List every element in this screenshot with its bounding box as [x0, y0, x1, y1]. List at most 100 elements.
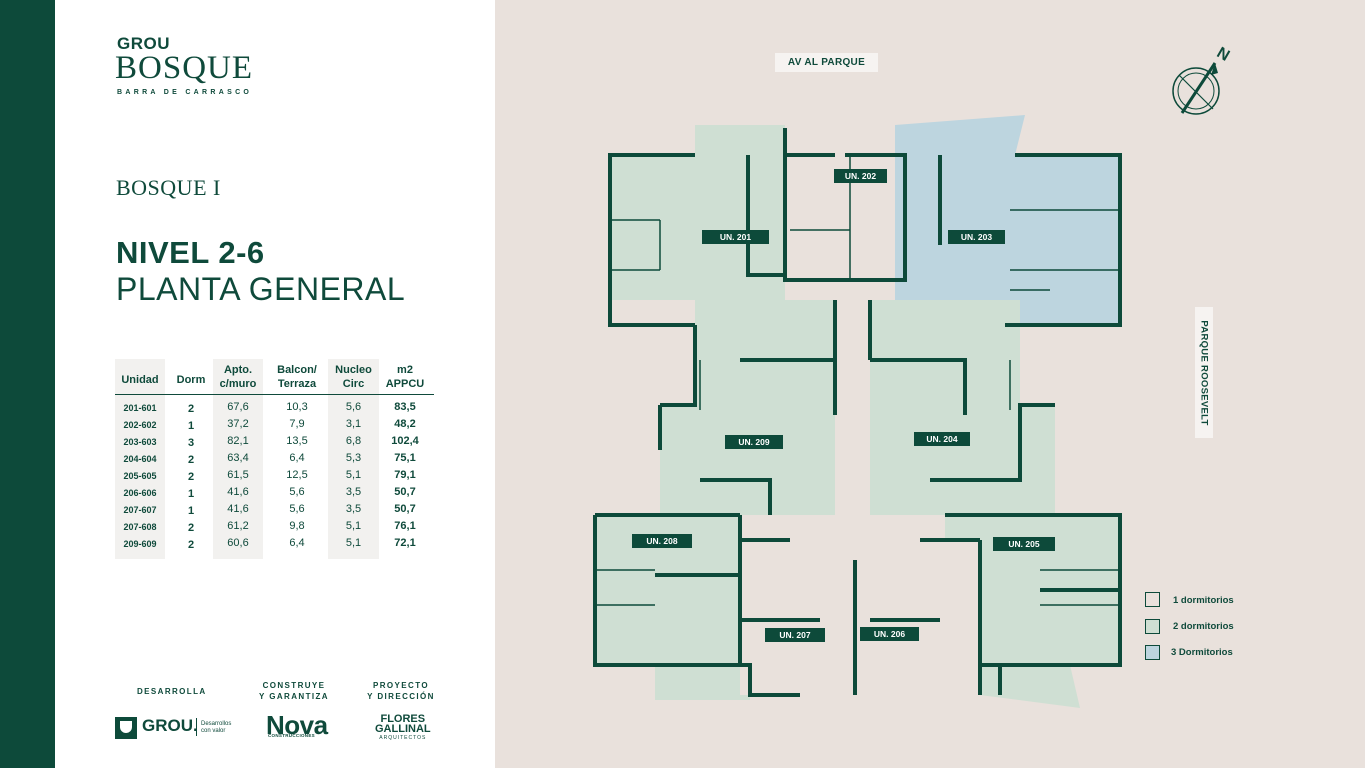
credit-proyecto: PROYECTO Y DIRECCIÓN	[364, 680, 438, 702]
col-balcon: Balcon/ Terraza	[273, 359, 321, 559]
col-m2: m2 APPCU	[381, 359, 429, 559]
table-cell-apto: 67,6	[227, 401, 249, 413]
table-header-rule	[115, 394, 434, 395]
flores-logo-2: GALLINAL	[375, 723, 431, 735]
flores-logo: FLORES GALLINAL ARQUITECTOS	[375, 714, 431, 742]
flores-logo-sub: ARQUITECTOS	[379, 735, 427, 741]
col-apto: Apto. c/muro	[213, 359, 263, 559]
brand-subtitle: BARRA DE CARRASCO	[117, 89, 253, 96]
street-label-top: AV AL PARQUE	[775, 53, 878, 72]
legend-label-2: 2 dormitorios	[1173, 621, 1234, 632]
compass-icon	[1172, 62, 1220, 115]
table-cell-balcon: 13,5	[286, 435, 308, 447]
table-cell-nucleo: 5,1	[345, 537, 362, 549]
table-cell-apto: 41,6	[227, 486, 249, 498]
nova-logo: Nova	[266, 710, 328, 740]
table-cell-apto: 63,4	[227, 452, 249, 464]
table-cell-m2: 48,2	[394, 418, 416, 430]
unit-label-203: UN. 203	[948, 230, 1005, 244]
unit-205-area	[945, 515, 1120, 708]
credit-construye-line1: CONSTRUYE	[262, 681, 326, 690]
unit-label-204: UN. 204	[914, 432, 970, 446]
table-cell-balcon: 7,9	[289, 418, 305, 430]
table-cell-apto: 61,2	[227, 520, 249, 532]
table-cell-apto: 60,6	[227, 537, 249, 549]
floor-plan	[593, 115, 1122, 708]
unit-204-area	[870, 300, 1055, 515]
col-dorm: Dorm	[168, 359, 214, 559]
units-table: Unidad Dorm Apto. c/muro Balcon/ Terraza…	[115, 359, 435, 559]
header-dorm: Dorm	[176, 374, 206, 386]
grou-logo-text: GROU.	[142, 716, 198, 735]
header-balcon-1: Balcon/	[277, 364, 317, 376]
unit-206-area	[855, 540, 980, 695]
unit-201-area	[610, 125, 785, 300]
table-cell-unidad: 207-608	[123, 522, 157, 532]
table-cell-unidad: 202-602	[123, 420, 157, 430]
grou-logo-divider	[196, 718, 197, 736]
header-unidad: Unidad	[121, 374, 159, 386]
table-cell-dorm: 3	[187, 437, 195, 449]
table-cell-nucleo: 6,8	[345, 435, 362, 447]
table-cell-balcon: 6,4	[289, 452, 305, 464]
unit-203-area	[895, 115, 1120, 325]
unit-label-207: UN. 207	[765, 628, 825, 642]
table-cell-dorm: 2	[187, 522, 195, 534]
floor-plan-walls	[593, 128, 1122, 697]
header-m2-1: m2	[397, 364, 413, 376]
unit-207-area	[740, 540, 855, 695]
table-cell-nucleo: 3,5	[345, 486, 362, 498]
legend-swatch-2	[1145, 619, 1160, 634]
header-m2-2: APPCU	[385, 378, 425, 390]
table-cell-m2: 75,1	[394, 452, 416, 464]
table-cell-m2: 76,1	[394, 520, 416, 532]
table-cell-nucleo: 5,1	[345, 469, 362, 481]
brand-top-text: GROU	[117, 34, 170, 53]
table-cell-balcon: 10,3	[286, 401, 308, 413]
legend-label-1: 1 dormitorios	[1173, 595, 1234, 606]
col-unidad: Unidad	[115, 359, 165, 559]
credit-proyecto-line1: PROYECTO	[373, 681, 429, 690]
credit-construye-line2: Y GARANTIZA	[259, 692, 329, 701]
header-balcon-2: Terraza	[277, 378, 317, 390]
unit-label-202: UN. 202	[834, 169, 887, 183]
left-accent-bar	[0, 0, 55, 768]
grou-tagline-2: con valor	[201, 728, 226, 734]
table-cell-balcon: 6,4	[289, 537, 305, 549]
table-cell-balcon: 12,5	[286, 469, 308, 481]
table-cell-balcon: 5,6	[289, 486, 305, 498]
table-cell-nucleo: 5,3	[345, 452, 362, 464]
grou-tagline: Desarrollos con valor	[201, 721, 231, 735]
table-cell-unidad: 203-603	[123, 437, 157, 447]
table-cell-unidad: 204-604	[123, 454, 157, 464]
unit-label-201: UN. 201	[702, 230, 769, 244]
table-cell-m2: 102,4	[391, 435, 419, 447]
header-nucleo-1: Nucleo	[335, 364, 372, 376]
unit-209-area	[660, 300, 835, 515]
brand-title: BOSQUE	[115, 50, 254, 86]
header-nucleo-2: Circ	[342, 378, 365, 390]
table-cell-apto: 37,2	[227, 418, 249, 430]
legend-label-3: 3 Dormitorios	[1171, 647, 1233, 658]
unit-label-205: UN. 205	[993, 537, 1055, 551]
unit-202-area	[785, 125, 895, 280]
table-cell-unidad: 201-601	[123, 403, 157, 413]
table-cell-dorm: 2	[187, 454, 195, 466]
level-title: NIVEL 2-6	[116, 235, 265, 270]
table-cell-dorm: 2	[187, 471, 195, 483]
table-cell-nucleo: 5,1	[345, 520, 362, 532]
unit-208-area	[595, 515, 750, 700]
table-cell-unidad: 209-609	[123, 539, 157, 549]
grou-tagline-1: Desarrollos	[201, 721, 232, 727]
credit-construye: CONSTRUYE Y GARANTIZA	[256, 680, 332, 702]
street-label-right-text: PARQUE ROOSEVELT	[1198, 319, 1210, 426]
unit-label-206: UN. 206	[860, 627, 919, 641]
table-cell-m2: 50,7	[394, 503, 416, 515]
table-cell-nucleo: 3,5	[345, 503, 362, 515]
table-cell-apto: 41,6	[227, 503, 249, 515]
street-label-right: PARQUE ROOSEVELT	[1195, 307, 1213, 438]
table-cell-unidad: 205-605	[123, 471, 157, 481]
credit-desarrolla: DESARROLLA	[137, 687, 207, 696]
grou-logo-icon	[115, 717, 137, 739]
table-cell-dorm: 1	[187, 505, 195, 517]
